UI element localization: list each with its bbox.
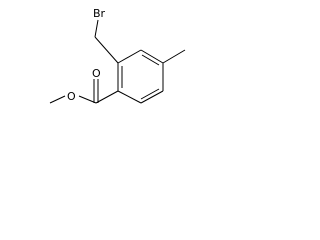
carbonyl-carbon-bond <box>95 90 119 104</box>
chemical-structure-drawing: Br O O <box>49 7 186 104</box>
c-br-bond <box>94 19 99 38</box>
ring-double-bond-c3-c4 <box>141 54 160 66</box>
methyl-bond <box>162 49 186 64</box>
ring-bond-c5-c6 <box>140 90 164 104</box>
ring-bond-c2-c3 <box>117 49 142 64</box>
ring-double-bond-c5-c6 <box>140 88 160 100</box>
benzene-ring <box>117 49 164 104</box>
methoxy-bond <box>49 95 66 104</box>
ch2-bond <box>94 36 119 64</box>
ring-bond-c3-c4 <box>140 49 164 64</box>
ester-oxygen-label: O <box>67 90 76 103</box>
carbonyl-oxygen-label: O <box>92 67 101 80</box>
ester-oxygen-bond <box>78 95 97 104</box>
ring-bond-c6-c1 <box>117 90 142 104</box>
bromine-label: Br <box>93 7 106 20</box>
